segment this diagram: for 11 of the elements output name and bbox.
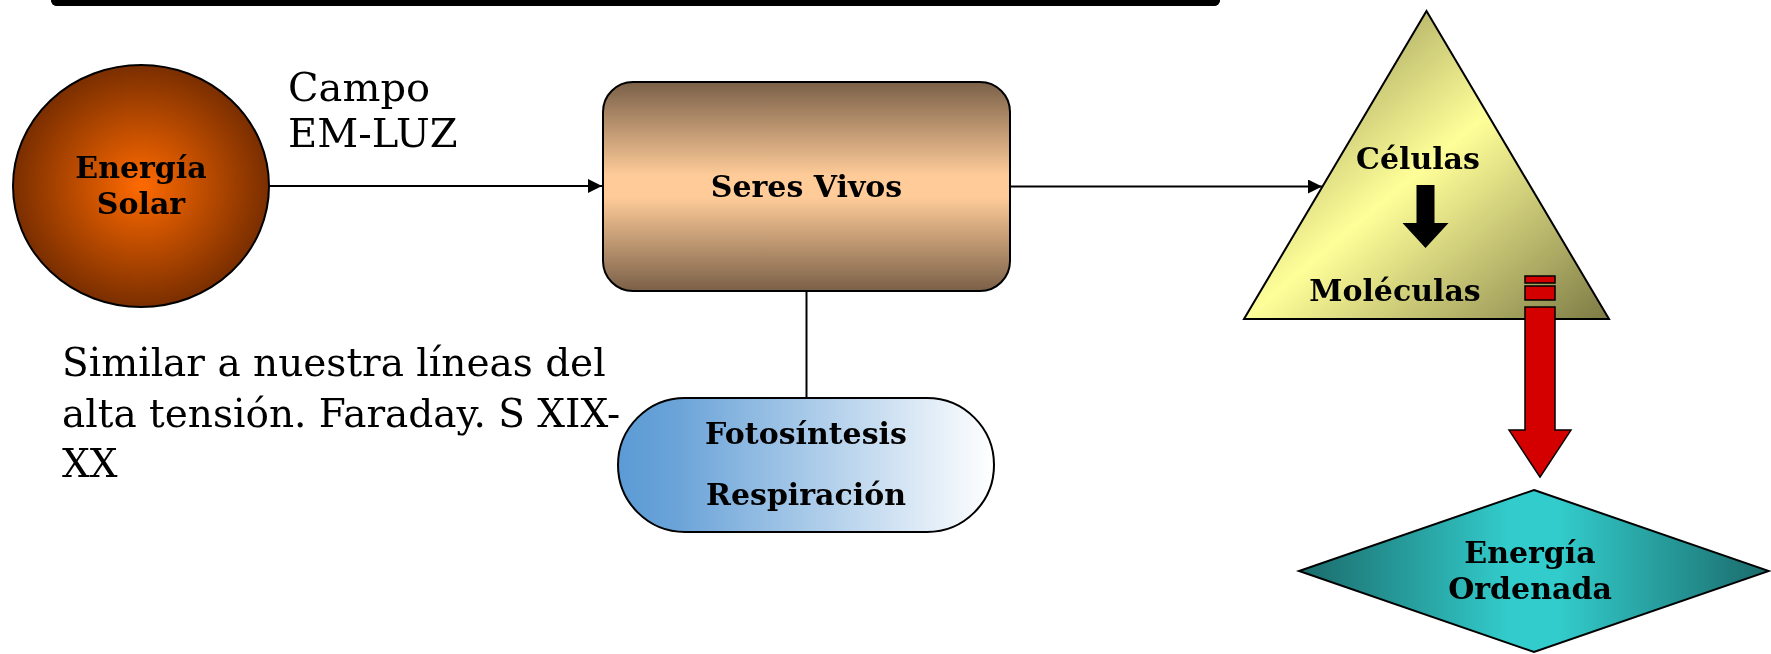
node-label: Fotosíntesis: [704, 415, 908, 452]
arrow: [1010, 179, 1323, 194]
node-label: Moléculas: [1308, 272, 1482, 309]
note-text: Similar a nuestra líneas del alta tensión. Faraday. S XIX-XX: [62, 339, 622, 489]
node-label: Respiración: [705, 476, 907, 513]
node-label: Células: [1355, 140, 1481, 177]
node-label: Energía Solar: [74, 150, 208, 222]
node-label: Seres Vivos: [709, 168, 904, 205]
node-label: Energía Ordenada: [1447, 535, 1613, 607]
connector-line: [805, 291, 808, 398]
arrow: [269, 179, 603, 193]
